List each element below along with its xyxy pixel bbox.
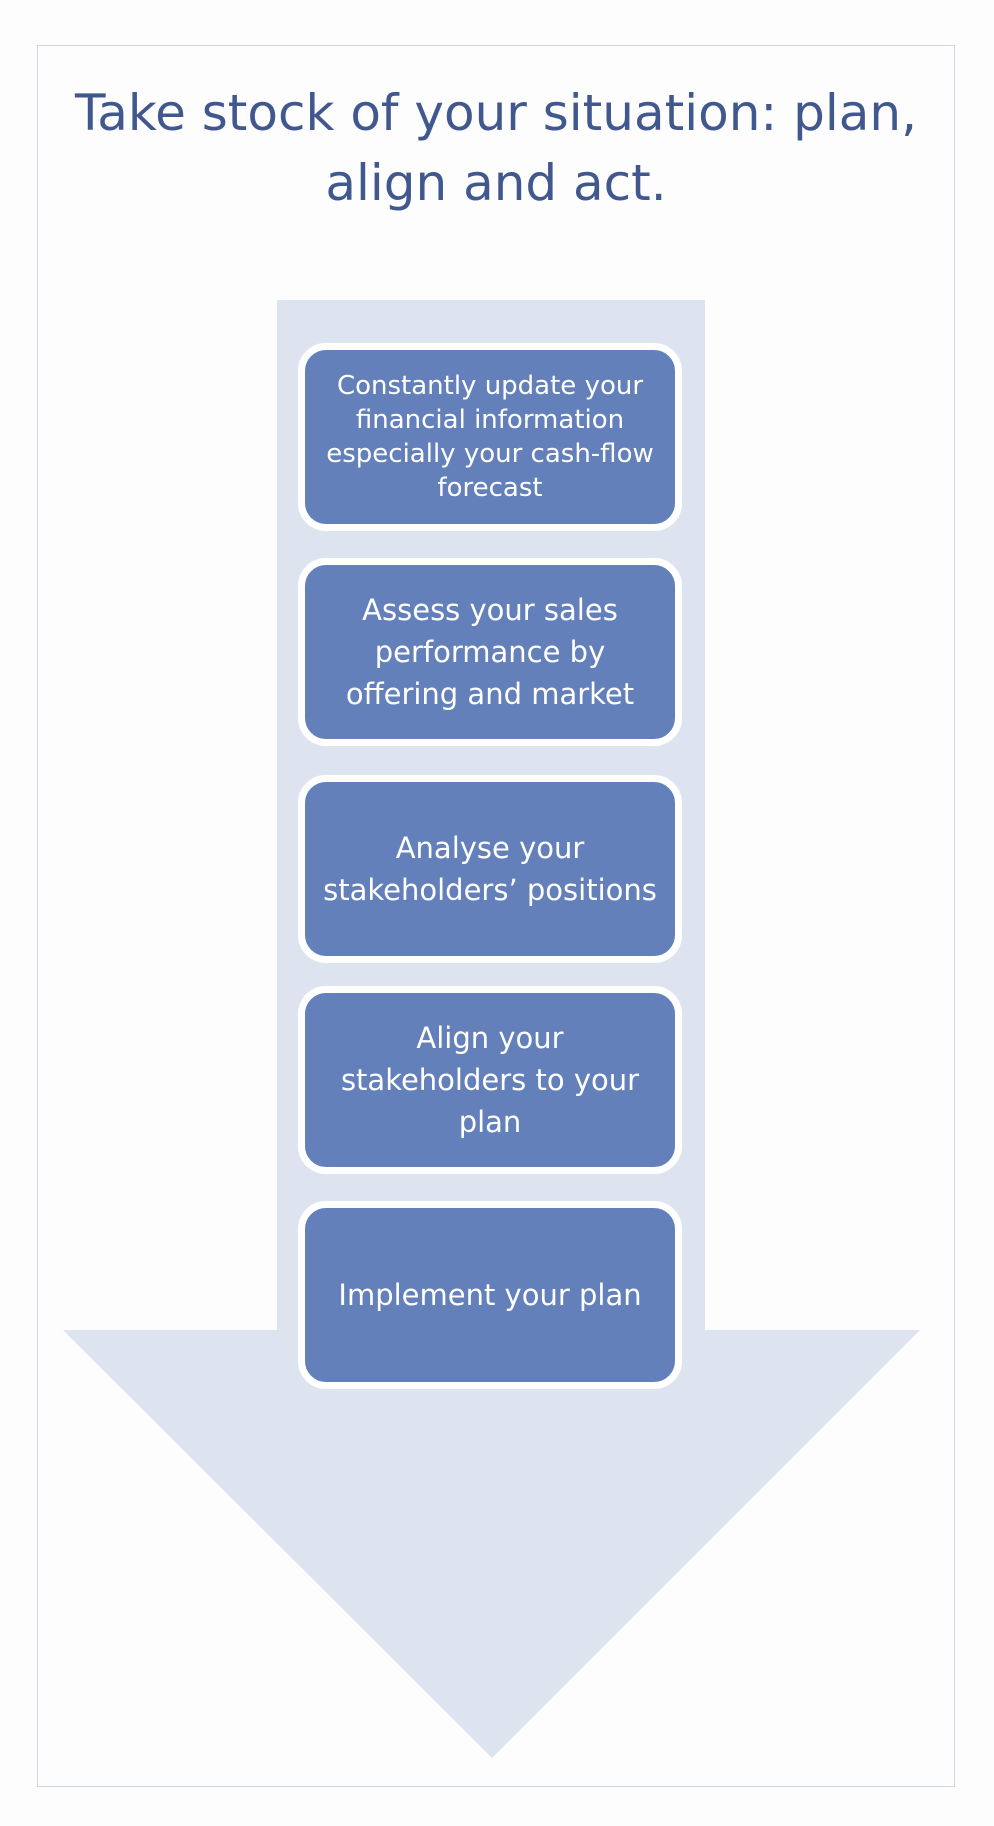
step-3-label: Analyse your stakeholders’ positions: [323, 831, 657, 907]
step-2-box: Assess your sales performance by offerin…: [298, 558, 682, 746]
step-1-label: Constantly update your financial informa…: [326, 371, 654, 503]
step-5-box: Implement your plan: [298, 1201, 682, 1389]
diagram-title: Take stock of your situation: plan, alig…: [75, 84, 917, 212]
step-5-label: Implement your plan: [338, 1278, 642, 1312]
step-1-box: Constantly update your financial informa…: [298, 343, 682, 531]
diagram-frame: [37, 45, 955, 1787]
step-2-label: Assess your sales performance by offerin…: [345, 593, 635, 711]
step-4-box: Align your stakeholders to your plan: [298, 986, 682, 1174]
step-3-box: Analyse your stakeholders’ positions: [298, 775, 682, 963]
step-4-label: Align your stakeholders to your plan: [340, 1021, 640, 1139]
